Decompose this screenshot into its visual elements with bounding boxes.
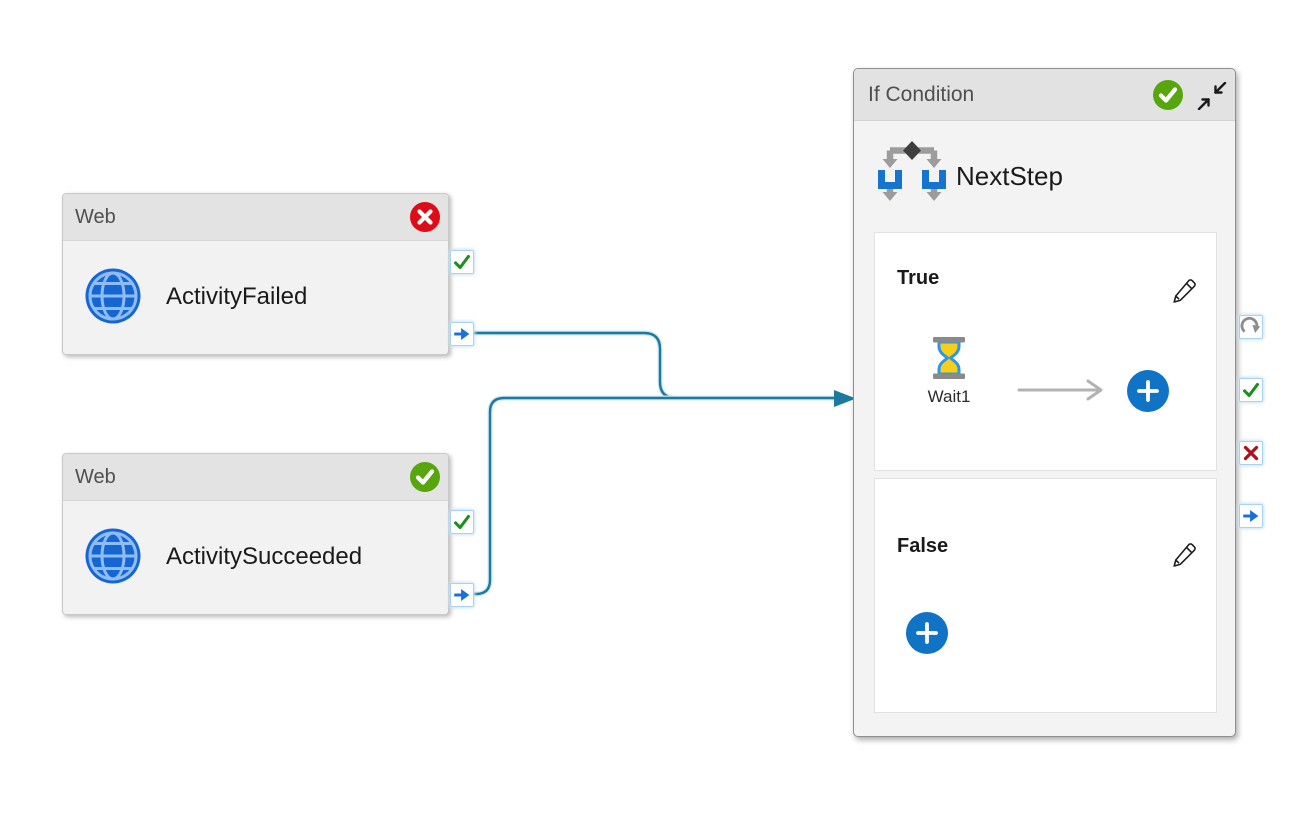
port-completed[interactable] (1239, 504, 1263, 528)
connection-activityfailed-to-ifcondition[interactable] (473, 330, 834, 401)
blue-arrow-icon (454, 328, 470, 340)
gray-curved-arrow-icon (1240, 316, 1261, 333)
edit-false-branch-icon[interactable] (1171, 542, 1197, 568)
if-condition-icon (878, 141, 946, 201)
activity-header: Web (63, 194, 448, 241)
green-check-icon (454, 514, 470, 530)
activity-body: ActivitySucceeded (63, 501, 448, 613)
port-completed[interactable] (450, 583, 474, 607)
wait-hourglass-icon (933, 337, 965, 379)
add-activity-button[interactable] (906, 612, 948, 654)
web-globe-icon (85, 528, 141, 584)
connection-activitysucceeded-to-ifcondition[interactable] (473, 390, 856, 597)
connection-arrowhead (834, 390, 856, 407)
web-globe-icon (85, 268, 141, 324)
true-branch-panel[interactable]: True Wait1 (874, 232, 1217, 471)
activity-header: Web (63, 454, 448, 501)
activity-type-label: Web (75, 465, 116, 488)
add-activity-button[interactable] (1127, 370, 1169, 412)
activity-wait[interactable]: Wait1 (915, 337, 983, 407)
activity-web-failed[interactable]: Web ActivityFailed (62, 193, 474, 355)
port-failed[interactable] (1239, 441, 1263, 465)
activity-name: ActivitySucceeded (166, 543, 363, 570)
blue-arrow-icon (1243, 510, 1259, 522)
status-failed-icon (410, 202, 440, 232)
port-skipped[interactable] (1239, 315, 1263, 339)
false-branch-panel[interactable]: False (874, 478, 1217, 713)
port-completed[interactable] (450, 322, 474, 346)
port-succeeded[interactable] (1239, 378, 1263, 402)
port-succeeded[interactable] (450, 250, 474, 274)
activity-name: Wait1 (927, 387, 971, 406)
activity-body: ActivityFailed (63, 241, 448, 353)
green-check-icon (454, 254, 470, 270)
activity-name: NextStep (956, 160, 1063, 191)
activity-name: ActivityFailed (166, 283, 308, 310)
green-check-icon (1243, 382, 1259, 398)
activity-type-label: Web (75, 205, 116, 228)
false-branch-label: False (897, 535, 949, 557)
status-succeeded-icon (410, 462, 440, 492)
flow-arrow-icon (1017, 379, 1103, 401)
activity-web-succeeded[interactable]: Web ActivitySucceeded (62, 453, 474, 615)
activity-header: If Condition (854, 69, 1235, 121)
port-succeeded[interactable] (450, 510, 474, 534)
status-succeeded-icon (1153, 80, 1183, 110)
red-x-icon (1243, 445, 1259, 461)
activity-if-condition[interactable]: If Condition (853, 68, 1236, 737)
collapse-icon[interactable] (1197, 82, 1227, 110)
if-condition-title-row: NextStep (854, 121, 1235, 231)
activity-type-label: If Condition (868, 82, 975, 106)
true-branch-label: True (897, 267, 940, 289)
edit-true-branch-icon[interactable] (1171, 278, 1197, 304)
blue-arrow-icon (454, 589, 470, 601)
